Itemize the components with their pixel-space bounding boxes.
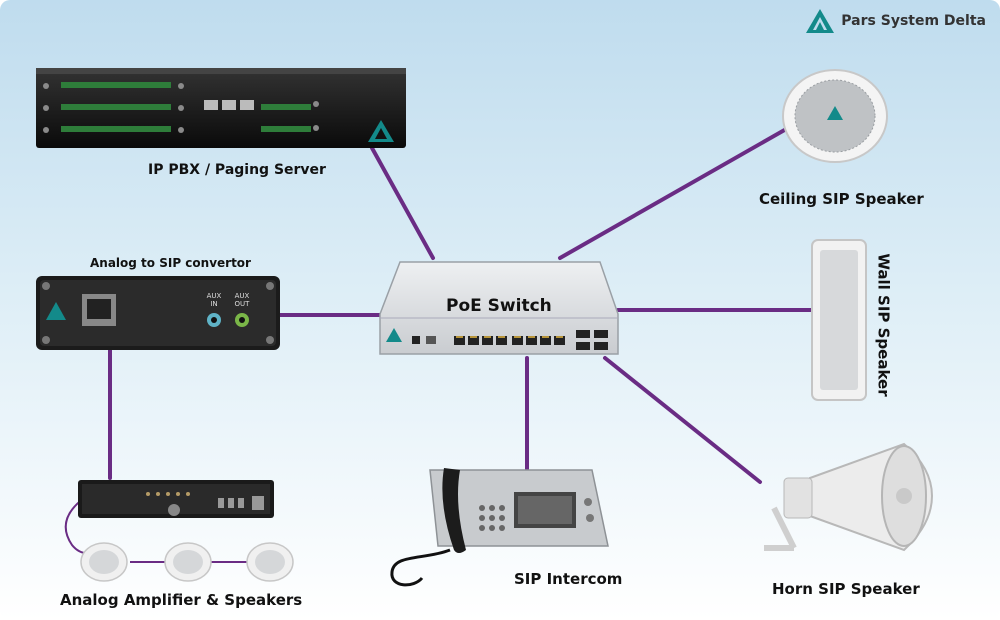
triangle-logo-icon xyxy=(806,9,835,33)
speaker-1[interactable] xyxy=(80,542,128,582)
amplifier-label: Analog Amplifier & Speakers xyxy=(60,591,303,609)
wall-speaker-label: Wall SIP Speaker xyxy=(874,253,893,397)
horn-speaker-device[interactable] xyxy=(754,438,934,570)
link-switch-ceiling xyxy=(558,126,790,260)
sip-intercom-device[interactable] xyxy=(384,464,614,594)
pbx-label: IP PBX / Paging Server xyxy=(148,162,326,178)
pbx-device[interactable] xyxy=(36,68,406,148)
link-switch-horn xyxy=(603,356,762,484)
svg-text:AUX: AUX xyxy=(235,292,250,300)
ceiling-speaker-label: Ceiling SIP Speaker xyxy=(759,190,924,208)
converter-label: Analog to SIP convertor xyxy=(90,256,251,270)
analog-amplifier-device[interactable] xyxy=(78,476,274,522)
brand: Pars System Delta xyxy=(805,8,986,34)
speaker-3[interactable] xyxy=(246,542,294,582)
wall-speaker-device[interactable] xyxy=(810,238,868,402)
svg-text:OUT: OUT xyxy=(235,300,251,308)
analog-converter-device[interactable]: AUX IN AUX OUT xyxy=(36,276,280,350)
horn-speaker-label: Horn SIP Speaker xyxy=(772,580,920,598)
brand-name: Pars System Delta xyxy=(841,13,986,29)
speaker-2[interactable] xyxy=(164,542,212,582)
intercom-label: SIP Intercom xyxy=(514,570,623,588)
svg-text:IN: IN xyxy=(210,300,217,308)
switch-label: PoE Switch xyxy=(446,296,552,316)
link-pbx-switch xyxy=(370,146,435,260)
svg-text:AUX: AUX xyxy=(207,292,222,300)
ceiling-speaker-device[interactable] xyxy=(780,66,890,166)
poe-switch-device[interactable]: PoE Switch xyxy=(378,256,620,358)
